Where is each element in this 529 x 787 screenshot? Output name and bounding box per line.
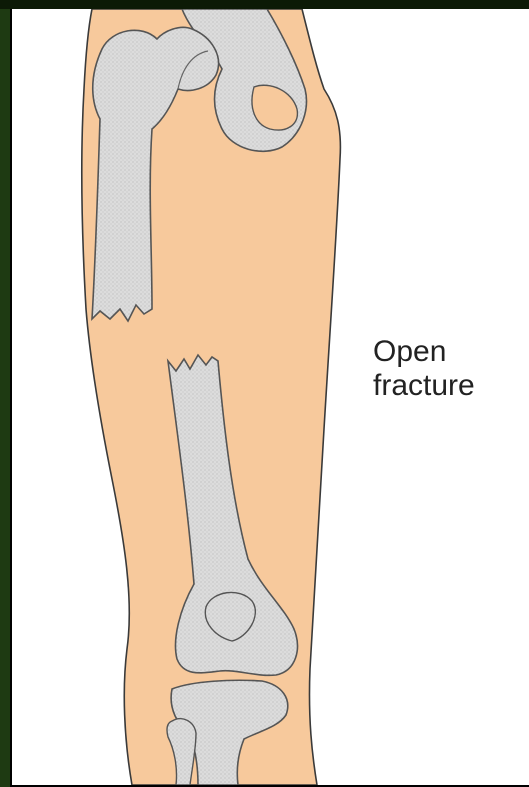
diagram-canvas: Open fracture — [12, 9, 529, 785]
frame-edge-top — [0, 0, 529, 9]
label-line-open: Open — [373, 335, 475, 369]
frame-edge-left — [0, 0, 10, 787]
fracture-label: Open fracture — [373, 335, 475, 403]
label-line-fracture: fracture — [373, 369, 475, 403]
